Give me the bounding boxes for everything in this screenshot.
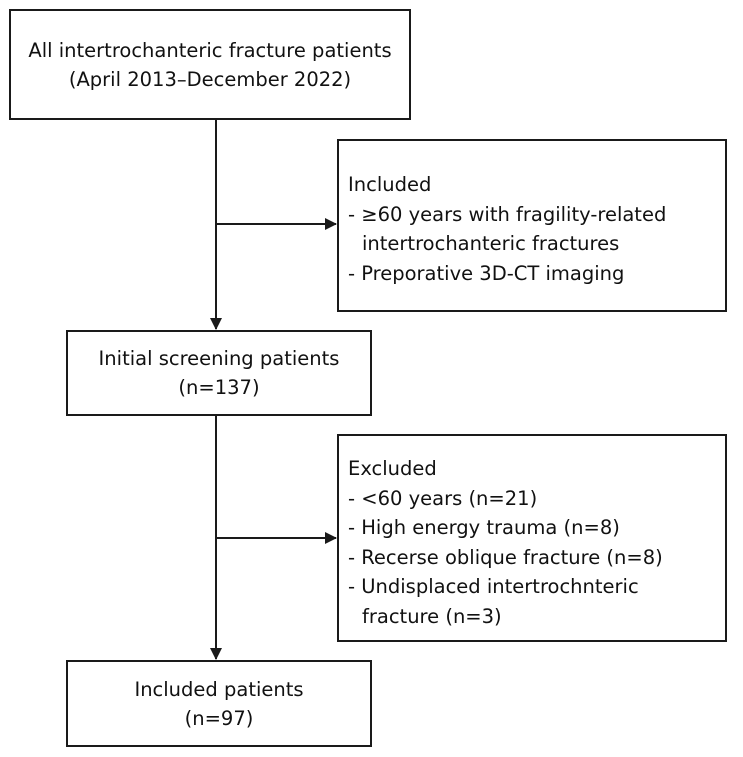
exclusion-criterion-oblique: - Recerse oblique fracture (n=8) (348, 545, 663, 569)
exclusion-criterion-age: - <60 years (n=21) (348, 486, 538, 510)
final-cohort-count: (n=97) (184, 706, 254, 730)
source-population-date-range: (April 2013–December 2022) (68, 67, 352, 91)
inclusion-criteria-heading: Included (348, 173, 432, 196)
exclusion-criteria-heading: Excluded (348, 457, 437, 480)
final-cohort-box: Included patients (n=97) (66, 660, 372, 747)
exclusion-criteria-box: Excluded - <60 years (n=21) - High energ… (337, 434, 727, 642)
inclusion-criterion-imaging: - Preporative 3D-CT imaging (348, 261, 625, 285)
screening-box: Initial screening patients (n=137) (66, 330, 372, 416)
source-population-box: All intertrochanteric fracture patients … (9, 9, 411, 120)
final-cohort-title: Included patients (134, 677, 304, 701)
inclusion-criterion-age-continued: intertrochanteric fractures (362, 232, 620, 255)
inclusion-criterion-age: - ≥60 years with fragility-related (348, 202, 667, 226)
exclusion-criterion-undisplaced: - Undisplaced intertrochnteric (348, 575, 639, 598)
source-population-title: All intertrochanteric fracture patients (28, 38, 392, 62)
inclusion-criteria-box: Included - ≥60 years with fragility-rela… (337, 139, 727, 312)
exclusion-criterion-undisplaced-continued: fracture (n=3) (362, 604, 502, 628)
exclusion-criterion-trauma: - High energy trauma (n=8) (348, 516, 620, 539)
screening-count: (n=137) (178, 376, 260, 399)
screening-title: Initial screening patients (98, 347, 340, 370)
